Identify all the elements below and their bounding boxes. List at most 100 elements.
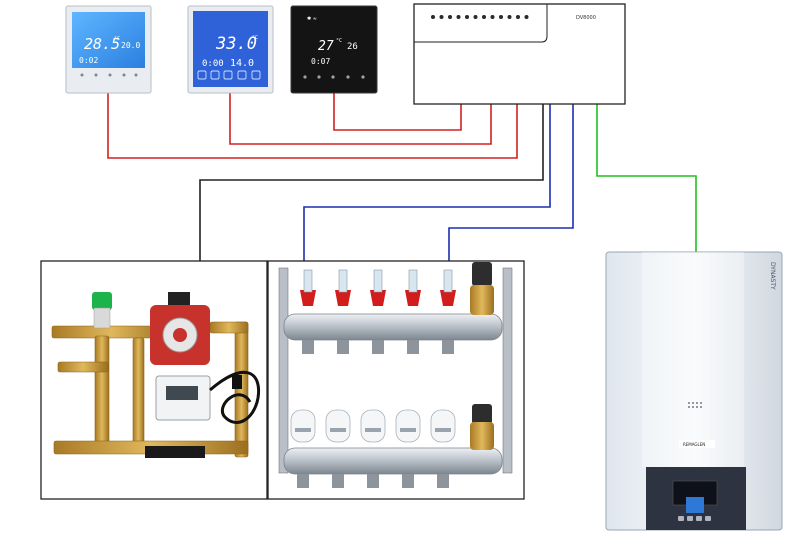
flow-meter-gauge [303,269,313,293]
outlet-connector [337,340,349,354]
actuators [290,409,456,488]
actuator-head [290,409,316,443]
actuator-head [395,409,421,443]
indicator-led [456,15,461,19]
actuator-head [360,409,386,443]
gas-boiler: DYNASTY REMAGLEN [605,251,783,531]
flow-meter-cap [405,290,421,306]
power-cable [209,370,261,424]
actuator-label [365,428,381,432]
thermostat-touch-icons[interactable] [197,70,261,80]
flow-meter-cap [300,290,316,306]
main-temperature: 28.5 [84,35,120,53]
air-vent-top[interactable] [472,262,492,286]
thermostat-buttons[interactable] [303,75,365,79]
actuator[interactable] [290,409,316,488]
outlet-connector [442,340,454,354]
return-connector [367,474,379,488]
thermostat-3[interactable]: 27 °C 26 0:07 ✱ ≈ [290,5,378,94]
actuator-label [330,428,346,432]
actuator[interactable] [430,409,456,488]
return-connector [437,474,449,488]
pump-mixing-group [40,260,268,500]
boiler-lcd [686,497,704,513]
clock-icon[interactable] [223,70,233,80]
set-temperature: 14.0 [230,58,254,69]
mode-button-icon[interactable] [94,73,98,77]
boiler-button-mode[interactable] [678,516,684,521]
boiler-label-plate [679,440,715,448]
return-brass-pipe [234,321,249,458]
boiler-button-ok[interactable] [705,516,711,521]
mode-button-icon[interactable] [317,75,321,79]
up-arrow-icon[interactable] [251,70,261,80]
return-connector [332,474,344,488]
temperature-unit: °C [336,38,342,44]
power-button-icon[interactable] [80,73,84,77]
down-button-icon[interactable] [122,73,126,77]
flow-meter[interactable] [440,269,456,354]
indicator-led [473,15,478,19]
mounting-bracket-left [278,267,289,474]
flow-meter[interactable] [300,269,316,354]
boiler-button-up[interactable] [696,516,702,521]
thermostatic-valve-head[interactable] [92,292,112,310]
indicator-led [431,15,435,19]
flow-meter-gauge [373,269,383,293]
boiler-buttons[interactable] [678,516,711,521]
wiring [107,93,697,412]
controller-cover-outline [414,4,548,43]
boiler-brand: DYNASTY [769,262,776,290]
clock-button-icon[interactable] [331,75,335,79]
actuator-label [400,428,416,432]
flow-meter-cap [335,290,351,306]
air-vent-bottom[interactable] [472,404,492,424]
actuator[interactable] [395,409,421,488]
thermostat-1[interactable]: 28.5 °C 20.0 0:02 [65,5,152,94]
flow-meter-cap [370,290,386,306]
up-button-icon[interactable] [134,73,138,77]
side-brass-pipe [57,361,109,373]
flow-meter-cap [440,290,456,306]
flow-meter[interactable] [405,269,421,354]
pump-group-frame [40,260,268,500]
down-arrow-icon[interactable] [237,70,247,80]
set-temperature: 26 [347,42,358,52]
actuator[interactable] [325,409,351,488]
thermostat-buttons[interactable] [80,73,138,77]
boiler-panel-label: REMAGLEN [683,442,705,447]
indicator-led [465,15,469,19]
power-button-icon[interactable] [303,75,307,79]
up-button-icon[interactable] [361,75,365,79]
temperature-unit: °C [114,36,120,42]
power-plug [232,375,242,389]
support-bracket [145,446,205,458]
mode-icon[interactable] [210,70,220,80]
flow-meter-gauge [443,269,453,293]
pump-wire [199,104,544,283]
actuator-label [295,428,311,432]
actuator-head [430,409,456,443]
indicator-led [507,15,512,19]
boiler-button-down[interactable] [687,516,693,521]
thermostat-2[interactable]: 33.0 °C 0:00 14.0 [187,5,274,94]
flow-meter[interactable] [335,269,351,354]
down-button-icon[interactable] [346,75,350,79]
set-temperature: 20.0 [121,41,140,50]
flow-meter-gauge [338,269,348,293]
clock-button-icon[interactable] [108,73,112,77]
power-icon[interactable] [197,70,207,80]
pump-hub [173,328,187,342]
thermostat-screen [193,11,268,87]
end-fitting-top [470,285,494,315]
indicator-led [439,15,444,19]
indicator-led [516,15,520,19]
thermostat-display: 33.0 °C 0:00 14.0 [202,34,258,69]
actuator[interactable] [360,409,386,488]
thermostat-display: 28.5 °C 20.0 0:02 [79,35,140,65]
indicator-led [524,15,529,19]
vertical-brass-pipe [94,335,110,447]
flow-meter[interactable] [370,269,386,354]
thermostat-frame [290,5,378,94]
